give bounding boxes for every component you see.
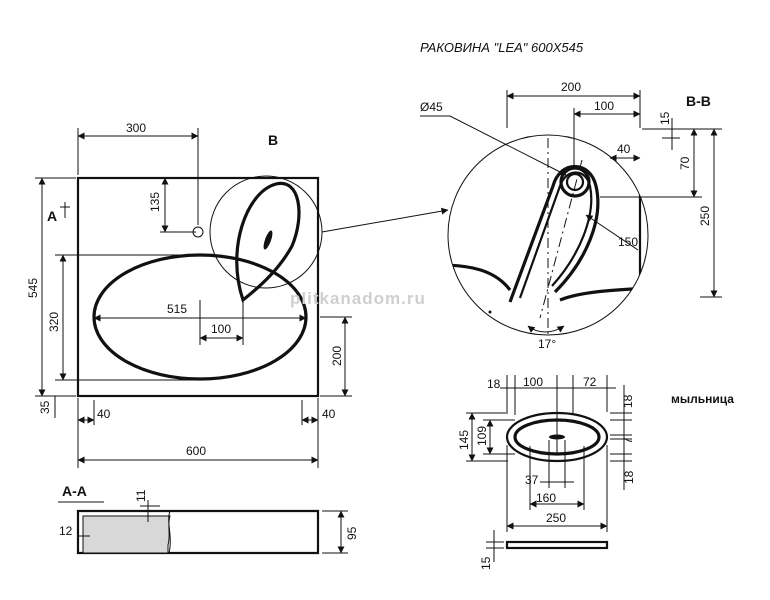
dim-600: 600 [186,444,206,458]
soap-dim-7: 7 [621,437,635,444]
section-dim-12: 12 [59,524,73,538]
watermark-text: plitkanadom.ru [290,289,426,308]
soap-dish-side [505,540,609,550]
section-aa-outline [76,509,320,555]
soap-dim-18-top: 18 [487,377,501,391]
detail-hole-outer [559,166,591,198]
dim-135: 135 [148,192,162,212]
section-aa-view: А-А 11 12 95 [58,483,359,555]
soap-dim-160: 160 [536,491,556,505]
section-aa-hatch [82,515,171,554]
dim-35: 35 [38,400,52,414]
detail-dim-15: 15 [658,111,672,125]
detail-leader [321,207,449,233]
soap-dim-250: 250 [546,511,566,525]
soap-dim-18-right: 18 [621,394,635,408]
soap-dim-72: 72 [583,375,597,389]
section-aa-label: А-А [62,483,87,499]
dim-545: 545 [26,278,40,298]
soap-dim-100: 100 [523,375,543,389]
detail-hole-inner [565,172,585,192]
dim-320: 320 [47,312,61,332]
detail-b-label: B [268,132,278,148]
dim-515: 515 [167,302,187,316]
section-a-marker: A [47,208,57,224]
soap-dish-label: мыльница [671,392,734,406]
soap-dish-outline [235,181,301,303]
detail-dim-d45: Ø45 [420,100,443,114]
section-dim-95: 95 [345,526,359,540]
dim-100: 100 [211,322,231,336]
section-dim-11: 11 [134,489,148,502]
detail-dim-70: 70 [678,156,692,170]
drawing-title: РАКОВИНА "LEA" 600X545 [420,40,584,55]
soap-dish-view: мыльница 18 100 72 18 7 18 145 109 [457,375,734,570]
dim-40-left: 40 [97,407,111,421]
section-bb-label: B-B [686,93,711,109]
soap-dim-15: 15 [479,556,493,570]
detail-b-view: 200 100 Ø45 15 70 40 250 150 17° B-B [420,80,722,351]
dim-300: 300 [126,121,146,135]
stray-dot [488,310,492,314]
soap-dim-37: 37 [525,473,539,487]
detail-dim-100: 100 [594,99,614,113]
soap-dim-109: 109 [475,426,489,446]
plan-view: B A 300 135 545 320 515 100 [26,121,449,468]
soap-dim-18-bottom: 18 [622,470,636,484]
section-aa-break [168,510,171,554]
dim-40-right: 40 [322,407,336,421]
detail-dim-250: 250 [698,206,712,226]
detail-dim-40: 40 [617,142,631,156]
detail-circle-b [209,175,323,289]
detail-b-circle [447,134,649,336]
soap-drain [263,230,273,250]
detail-dim-200: 200 [561,80,581,94]
dim-200: 200 [330,346,344,366]
soap-dim-145: 145 [457,430,471,450]
detail-dim-17deg: 17° [538,337,556,351]
detail-dim-150: 150 [618,235,638,249]
